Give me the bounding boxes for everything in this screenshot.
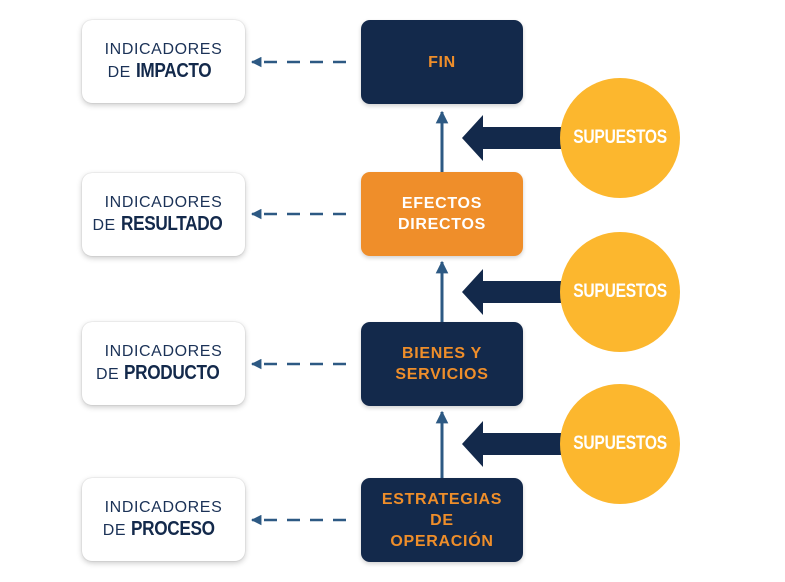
assumption-label-2: SUPUESTOS: [560, 232, 680, 352]
indicator-title: INDICADORES: [104, 342, 223, 360]
assumption-text: SUPUESTOS: [573, 281, 667, 302]
assumption-circle-2: [560, 232, 680, 352]
indicator-type: IMPACTO: [135, 59, 212, 82]
assumption-arrow-2: [462, 269, 562, 315]
stage-box-bienes-servicios: BIENES Y SERVICIOS: [361, 322, 523, 406]
assumption-circle-3: [560, 384, 680, 504]
indicator-box-proceso: INDICADORES DE PROCESO: [82, 478, 245, 561]
assumption-label-3: SUPUESTOS: [560, 384, 680, 504]
assumption-arrow-1: [462, 115, 562, 161]
indicator-prefix: DE: [102, 521, 127, 539]
stage-box-fin: FIN: [361, 20, 523, 104]
assumption-text: SUPUESTOS: [573, 433, 667, 454]
assumption-arrow-3: [462, 421, 562, 467]
indicator-box-producto: INDICADORES DE PRODUCTO: [82, 322, 245, 405]
indicator-box-resultado: INDICADORES DE RESULTADO: [82, 173, 245, 256]
indicator-title: INDICADORES: [104, 193, 223, 211]
indicator-prefix: DE: [95, 365, 120, 383]
assumption-circle-1: [560, 78, 680, 198]
stage-box-estrategias-operacion: ESTRATEGIAS DE OPERACIÓN: [361, 478, 523, 562]
indicator-prefix: DE: [107, 63, 131, 81]
stage-box-efectos-directos: EFECTOS DIRECTOS: [361, 172, 523, 256]
indicator-title: INDICADORES: [104, 40, 223, 58]
indicator-box-impacto: INDICADORES DE IMPACTO: [82, 20, 245, 103]
assumption-text: SUPUESTOS: [573, 127, 667, 148]
assumption-label-1: SUPUESTOS: [560, 78, 680, 198]
indicator-prefix: DE: [92, 216, 116, 234]
indicator-type: RESULTADO: [120, 212, 223, 235]
indicator-type: PROCESO: [130, 517, 215, 540]
indicator-type: PRODUCTO: [124, 361, 220, 384]
indicator-title: INDICADORES: [104, 498, 223, 516]
